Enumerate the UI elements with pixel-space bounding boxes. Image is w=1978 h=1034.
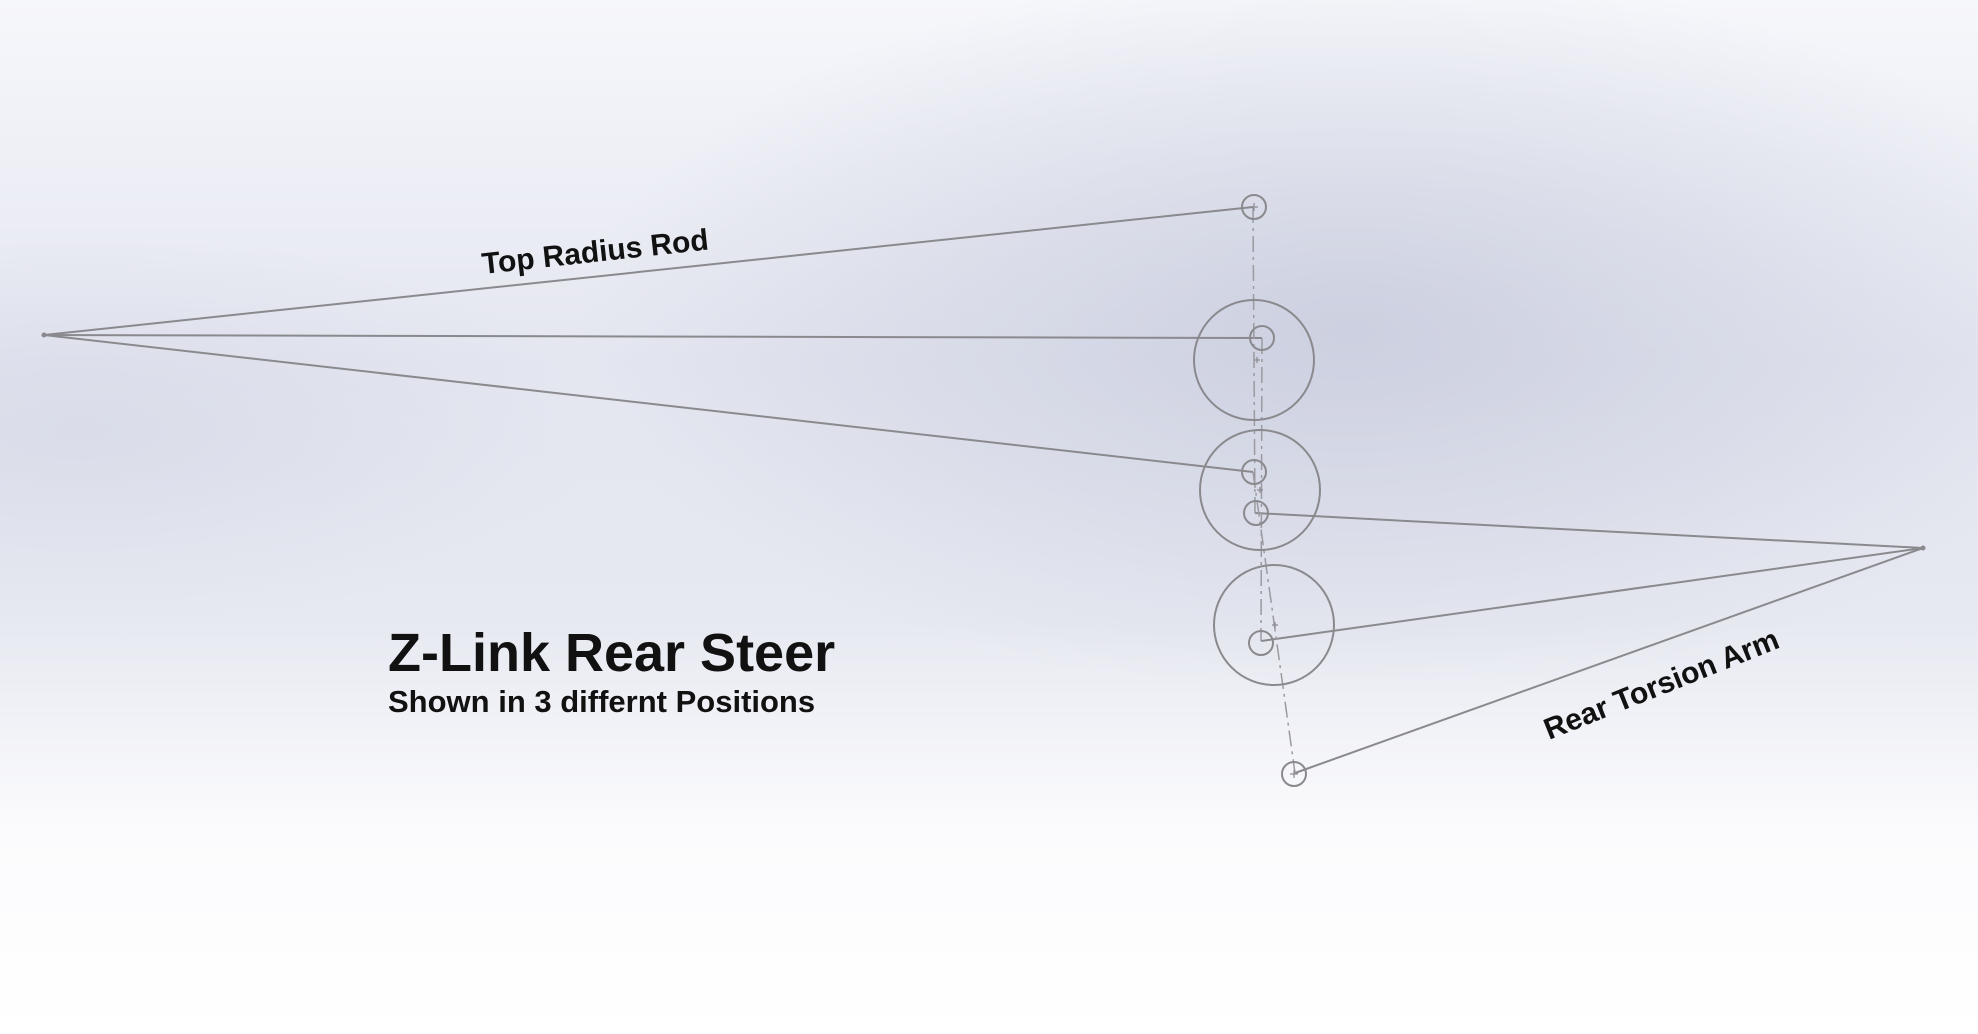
title-block: Z-Link Rear Steer Shown in 3 differnt Po… [388, 622, 835, 720]
joint-circle-bottom-2 [1248, 630, 1274, 656]
z-link-centerline-3 [1252, 471, 1296, 774]
rear-torsion-arm-position-2 [1260, 547, 1924, 642]
joint-circle-top-3 [1241, 459, 1267, 485]
axle-circle-3 [1213, 564, 1335, 686]
top-radius-rod-position-1 [43, 206, 1254, 336]
joint-circle-bottom-1 [1243, 500, 1269, 526]
rear-torsion-arm-position-1 [1254, 512, 1924, 549]
center-marks [1250, 203, 1298, 778]
top-radius-rod-position-2 [43, 334, 1263, 339]
joint-circle-top-1 [1241, 194, 1267, 220]
joint-circle-bottom-3 [1281, 761, 1307, 787]
top-radius-rod-label: Top Radius Rod [480, 224, 710, 281]
diagram-subtitle: Shown in 3 differnt Positions [388, 684, 816, 719]
axle-circle-1 [1193, 299, 1315, 421]
diagram-title: Z-Link Rear Steer [388, 623, 836, 683]
axle-circle-2 [1199, 429, 1321, 551]
rear-torsion-arm-position-3 [1294, 547, 1924, 774]
joint-circle-top-2 [1249, 325, 1275, 351]
top-radius-rod-position-3 [43, 334, 1254, 473]
